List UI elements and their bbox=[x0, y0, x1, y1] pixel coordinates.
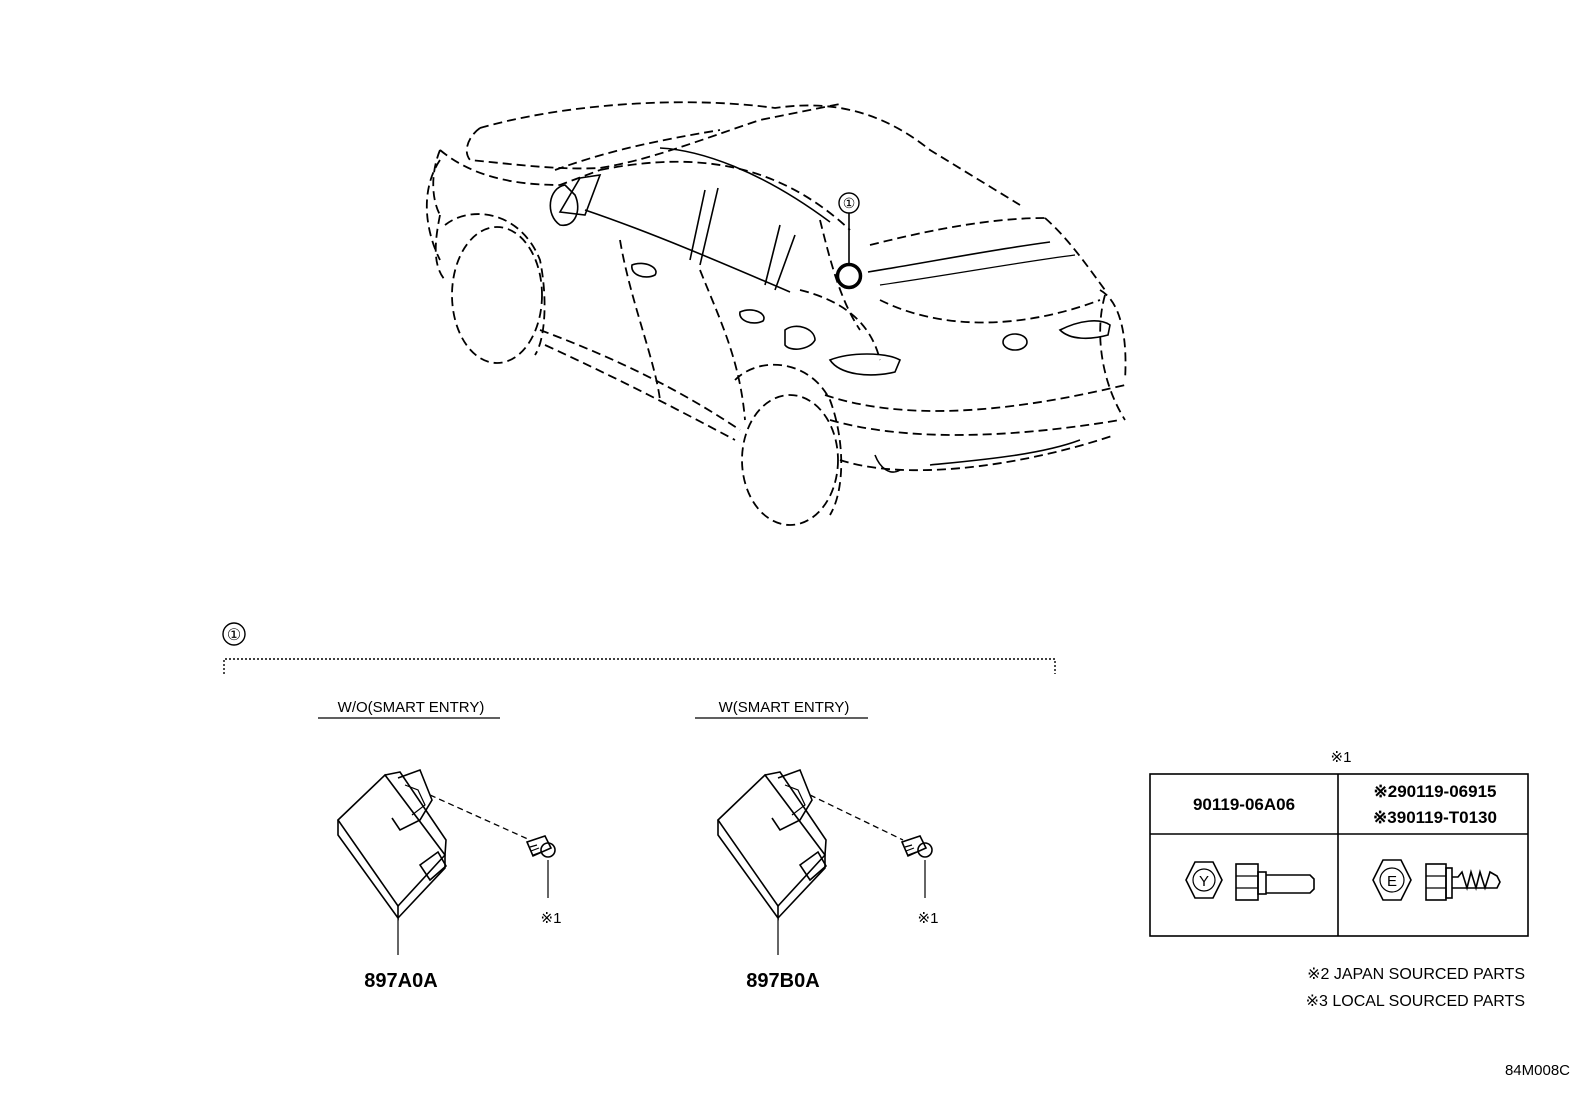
bolt-icon bbox=[1185, 861, 1315, 901]
fastener-table bbox=[1149, 773, 1529, 937]
fastener-part-number: ※290119-06915 bbox=[1374, 782, 1497, 801]
section-bracket bbox=[223, 658, 1056, 674]
diagram-code: 84M008C bbox=[1505, 1062, 1570, 1079]
variant-condition-label: W(SMART ENTRY) bbox=[719, 699, 850, 716]
fastener-part-number: 90119-06A06 bbox=[1193, 795, 1295, 814]
part-number-label: 897A0A bbox=[364, 970, 437, 992]
module-icon bbox=[716, 768, 828, 921]
fastener-ref-label: ※1 bbox=[918, 910, 939, 927]
fastener-ref-label: ※1 bbox=[541, 910, 562, 927]
variant-condition-label: W/O(SMART ENTRY) bbox=[338, 699, 485, 716]
car-callout-number: ① bbox=[843, 195, 856, 211]
bolt-head-mark: E bbox=[1387, 873, 1397, 890]
bolt-icon bbox=[525, 835, 556, 858]
fastener-table-title: ※1 bbox=[1331, 749, 1352, 766]
section-callout-circle bbox=[222, 622, 246, 646]
note-line: ※3 LOCAL SOURCED PARTS bbox=[1306, 993, 1525, 1010]
note-line: ※2 JAPAN SOURCED PARTS bbox=[1307, 966, 1525, 983]
bolt-icon bbox=[900, 835, 933, 858]
part-number-label: 897B0A bbox=[746, 970, 819, 992]
bolt-head-mark: Y bbox=[1199, 873, 1209, 890]
module-icon bbox=[336, 768, 448, 921]
fastener-part-number: ※390119-T0130 bbox=[1373, 808, 1497, 827]
flange-bolt-icon bbox=[1372, 859, 1501, 901]
section-callout-number: ① bbox=[227, 627, 241, 644]
car-outline-icon bbox=[425, 101, 1127, 526]
